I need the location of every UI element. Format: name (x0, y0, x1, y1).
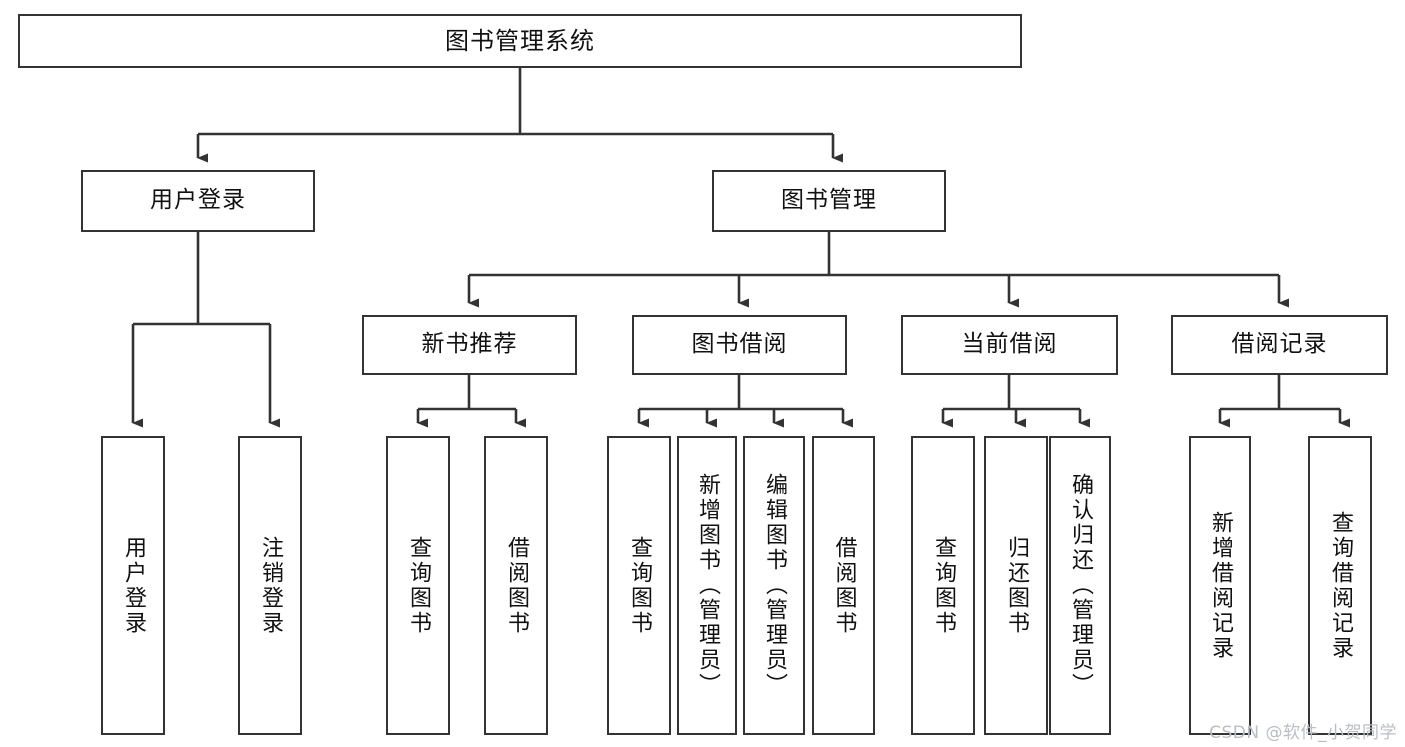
leaf-confirm-return-admin[interactable]: 确认归还（管理员） (1049, 436, 1111, 735)
node-label: 查询图书 (406, 535, 431, 636)
node-label: 查询借阅记录 (1328, 510, 1353, 661)
node-label: 图书管理 (781, 187, 877, 214)
node-label: 新增借阅记录 (1208, 510, 1233, 661)
node-label: 用户登录 (150, 187, 246, 214)
leaf-query-book-new-rec[interactable]: 查询图书 (386, 436, 450, 735)
node-book-borrow[interactable]: 图书借阅 (632, 315, 847, 375)
node-label: 新书推荐 (421, 331, 518, 358)
node-new-book-rec[interactable]: 新书推荐 (362, 315, 577, 375)
leaf-add-book-admin[interactable]: 新增图书（管理员） (677, 436, 737, 735)
node-label: 借阅图书 (504, 535, 529, 636)
leaf-borrow-book[interactable]: 借阅图书 (812, 436, 875, 735)
node-label: 用户登录 (121, 535, 146, 636)
node-label: 确认归还（管理员） (1068, 473, 1093, 698)
leaf-query-book-current[interactable]: 查询图书 (911, 436, 975, 735)
leaf-query-borrow-record[interactable]: 查询借阅记录 (1308, 436, 1372, 735)
node-root[interactable]: 图书管理系统 (18, 14, 1022, 68)
node-label: 新增图书（管理员） (695, 473, 720, 698)
node-label: 当前借阅 (961, 331, 1058, 358)
node-label: 编辑图书（管理员） (762, 473, 787, 698)
node-label: 查询图书 (931, 535, 956, 636)
node-user-login[interactable]: 用户登录 (81, 170, 315, 232)
leaf-edit-book-admin[interactable]: 编辑图书（管理员） (743, 436, 805, 735)
node-borrow-record[interactable]: 借阅记录 (1171, 315, 1388, 375)
leaf-return-book[interactable]: 归还图书 (984, 436, 1048, 735)
leaf-user-login[interactable]: 用户登录 (101, 436, 165, 735)
leaf-add-borrow-record[interactable]: 新增借阅记录 (1189, 436, 1251, 735)
node-label: 借阅记录 (1231, 331, 1328, 358)
leaf-query-book-borrow[interactable]: 查询图书 (607, 436, 671, 735)
node-label: 图书借阅 (691, 331, 788, 358)
leaf-user-logout[interactable]: 注销登录 (238, 436, 302, 735)
node-book-manage[interactable]: 图书管理 (712, 170, 946, 232)
node-label: 归还图书 (1004, 535, 1029, 636)
leaf-borrow-book-new-rec[interactable]: 借阅图书 (484, 436, 548, 735)
watermark: CSDN @软件_小贺同学 (1209, 723, 1397, 743)
node-label: 注销登录 (258, 535, 283, 636)
node-label: 借阅图书 (831, 535, 857, 636)
node-current-borrow[interactable]: 当前借阅 (901, 315, 1118, 375)
node-label: 图书管理系统 (445, 26, 595, 55)
node-label: 查询图书 (627, 535, 652, 636)
